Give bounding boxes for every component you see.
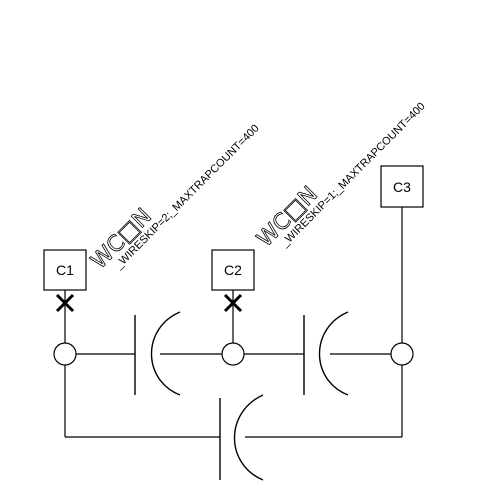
component-c1[interactable]: C1 (43, 249, 87, 291)
node-middle (221, 342, 245, 366)
component-c1-label: C1 (56, 262, 74, 278)
x-mark-c1 (55, 293, 75, 313)
component-c2[interactable]: C2 (211, 249, 255, 291)
capacitor-bottom (219, 394, 264, 481)
component-c3-label: C3 (393, 179, 411, 195)
node-right (390, 342, 414, 366)
component-c3[interactable]: C3 (380, 165, 424, 208)
x-mark-c2 (223, 293, 243, 313)
wires (64, 207, 403, 438)
capacitor-left (134, 311, 181, 396)
capacitor-right (303, 311, 349, 396)
node-left (53, 342, 77, 366)
component-c2-label: C2 (224, 262, 242, 278)
